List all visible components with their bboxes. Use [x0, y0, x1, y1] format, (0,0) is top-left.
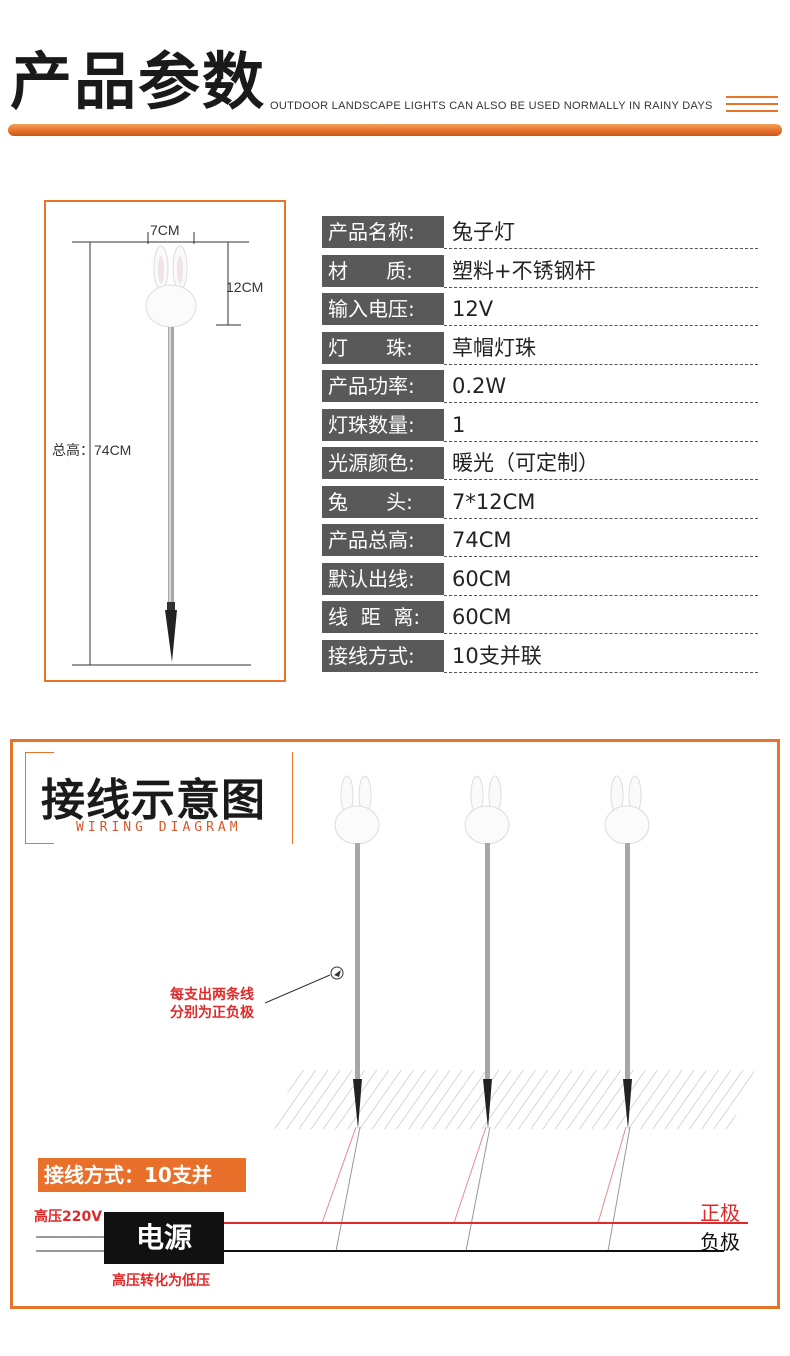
spec-key: 接线方式:: [322, 639, 444, 672]
spec-row: 产品总高: 74CM: [322, 524, 758, 557]
spec-divider: [444, 286, 758, 288]
spec-divider: [444, 671, 758, 673]
spec-row: 材 质: 塑料+不锈钢杆: [322, 254, 758, 288]
spec-divider: [444, 594, 758, 596]
spec-key: 材 质:: [322, 254, 444, 287]
spec-key: 默认出线:: [322, 562, 444, 595]
spec-value: 74CM: [452, 528, 512, 552]
spec-value: 60CM: [452, 605, 512, 629]
spec-divider: [444, 517, 758, 519]
lamp-3: [604, 775, 650, 1129]
high-voltage-label: 高压220V: [34, 1209, 103, 1225]
wire-note-line2: 分别为正负极: [170, 1005, 254, 1021]
spec-value: 草帽灯珠: [452, 335, 536, 360]
spec-key: 产品名称:: [322, 216, 444, 248]
lamp-1: [334, 775, 380, 1129]
spec-key: 灯 珠:: [322, 331, 444, 364]
spec-value: 塑料+不锈钢杆: [452, 258, 596, 283]
spec-divider: [444, 633, 758, 634]
page-subtitle: OUTDOOR LANDSCAPE LIGHTS CAN ALSO BE USE…: [270, 100, 713, 112]
spec-value: 暖光（可定制）: [452, 451, 599, 475]
spec-row: 光源颜色: 暖光（可定制）: [322, 447, 758, 480]
spec-value: 0.2W: [452, 374, 507, 398]
spec-divider: [444, 325, 758, 326]
spec-divider: [444, 556, 758, 557]
power-supply-box: 电源: [104, 1212, 224, 1264]
spec-divider: [444, 479, 758, 480]
spec-divider: [444, 440, 758, 442]
spec-value: 10支并联: [452, 643, 542, 668]
wire-note-line1: 每支出两条线: [170, 987, 254, 1003]
product-diagram: [72, 232, 251, 666]
positive-pole-label: 正极: [700, 1201, 740, 1225]
spec-key: 兔 头:: [322, 485, 444, 518]
wiring-section-frame: [10, 739, 780, 1309]
ground-hatch: [268, 1070, 755, 1129]
spec-row: 兔 头: 7*12CM: [322, 485, 758, 519]
spec-row: 产品名称: 兔子灯: [322, 216, 758, 249]
spec-key: 光源颜色:: [322, 447, 444, 479]
spec-value: 12V: [452, 297, 494, 321]
negative-pole-label: 负极: [700, 1230, 740, 1254]
head-height-dimension-label: 12CM: [226, 279, 264, 295]
spec-key: 线 距 离:: [322, 601, 444, 633]
spec-divider: [444, 402, 758, 403]
wiring-subtitle: WIRING DIAGRAM: [76, 820, 242, 835]
product-diagram-frame: [44, 200, 286, 682]
total-height-dimension-label: 总高：74CM: [52, 442, 132, 458]
spec-divider: [444, 363, 758, 365]
spec-row: 默认出线: 60CM: [322, 562, 758, 596]
spec-key: 输入电压:: [322, 293, 444, 325]
spec-key: 产品功率:: [322, 370, 444, 402]
page-title: 产品参数: [10, 45, 267, 118]
convert-note: 高压转化为低压: [112, 1273, 210, 1289]
width-dimension-label: 7CM: [150, 222, 180, 238]
spec-value: 7*12CM: [452, 489, 536, 514]
spec-row: 产品功率: 0.2W: [322, 370, 758, 403]
spec-value: 1: [452, 412, 466, 437]
wiring-title: 接线示意图: [41, 775, 266, 826]
wiring-title-frame: [25, 752, 293, 844]
spec-divider: [444, 248, 758, 249]
spec-row: 线 距 离: 60CM: [322, 601, 758, 634]
lamp-2: [464, 775, 510, 1129]
spec-key: 产品总高:: [322, 524, 444, 556]
wiring-method-badge: 接线方式：10支并: [38, 1158, 246, 1192]
spec-value: 60CM: [452, 566, 512, 591]
spec-row: 输入电压: 12V: [322, 293, 758, 326]
spec-row: 接线方式: 10支并联: [322, 639, 758, 673]
header-orange-bar: [8, 124, 782, 136]
spec-value: 兔子灯: [452, 220, 515, 244]
header-decor-lines: [726, 96, 778, 117]
spec-row: 灯 珠: 草帽灯珠: [322, 331, 758, 365]
spec-row: 灯珠数量: 1: [322, 408, 758, 442]
wiring-diagram: [36, 775, 755, 1252]
spec-key: 灯珠数量:: [322, 408, 444, 441]
